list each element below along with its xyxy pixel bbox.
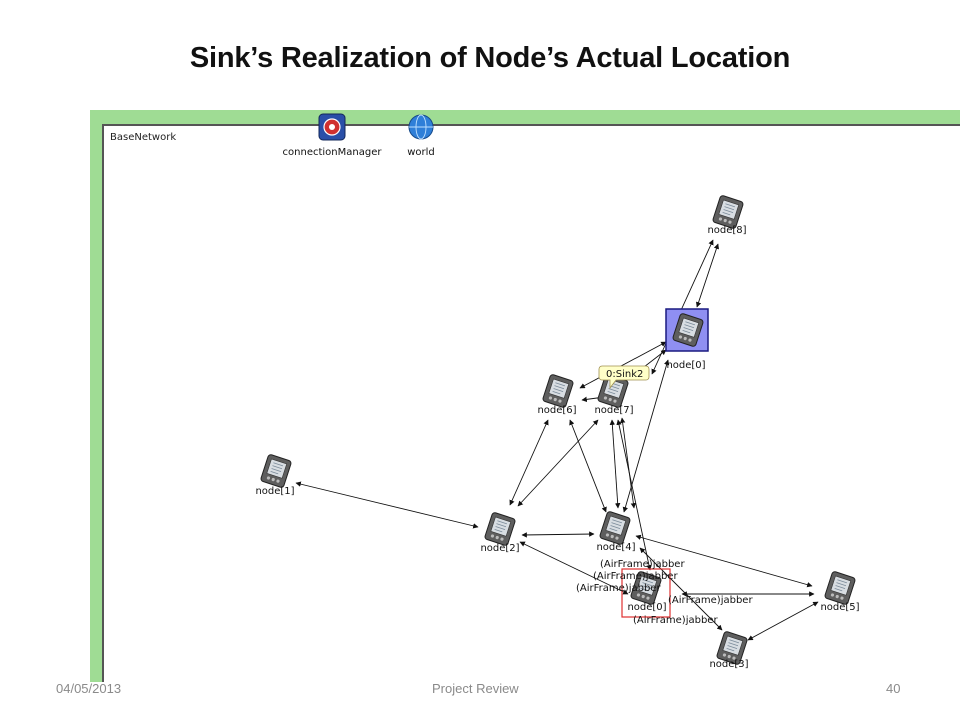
message-label: (AirFrame)jabber (576, 583, 661, 594)
node0-message-box (621, 568, 671, 618)
pda-icon (598, 510, 632, 546)
node-node5[interactable]: node[5] (820, 570, 860, 613)
node-node4[interactable]: node[4] (596, 510, 636, 553)
message-label: (AirFrame)jabber (633, 615, 718, 626)
world-label: world (407, 147, 435, 158)
node-node7[interactable]: node[7] (594, 373, 634, 416)
pda-icon (711, 194, 745, 230)
page-number: 40 (886, 681, 901, 696)
node-node2[interactable]: node[2] (480, 511, 520, 554)
node-label: node[0] (627, 602, 666, 613)
node-label: node[5] (820, 602, 859, 613)
node-label: node[2] (480, 543, 519, 554)
message-label: (AirFrame)jabber (600, 559, 685, 570)
node-label: node[1] (255, 486, 294, 497)
node-label: node[7] (594, 405, 633, 416)
node-node0[interactable]: node[0] (666, 312, 706, 371)
links (295, 239, 819, 641)
node-layer: node[8] node[0] node[6] node[7] node[1] node[… (255, 194, 860, 670)
globe-icon[interactable] (408, 114, 434, 140)
node-label: node[4] (596, 542, 635, 553)
simulator-canvas-frame: BaseNetwork (90, 110, 960, 682)
node-node8[interactable]: node[8] (707, 194, 747, 236)
connection-manager-icon[interactable] (318, 113, 346, 141)
node-node6[interactable]: node[6] (537, 373, 577, 416)
message-label: (AirFrame)jabber (593, 571, 678, 582)
node-label: node[8] (707, 225, 746, 236)
network-label: BaseNetwork (110, 132, 177, 143)
pda-icon (823, 570, 857, 606)
node-label: node[0] (666, 360, 705, 371)
message-label: (AirFrame)jabber (668, 595, 753, 606)
pda-icon (259, 453, 293, 489)
sink-callout: 0:Sink2 (598, 365, 650, 390)
pda-icon (483, 511, 517, 547)
node-label: node[6] (537, 405, 576, 416)
node-node0b[interactable]: node[0] (627, 570, 667, 613)
node-label: node[3] (709, 659, 748, 670)
footer-title: Project Review (432, 681, 519, 696)
node-node3[interactable]: node[3] (709, 630, 749, 670)
footer-date: 04/05/2013 (56, 681, 122, 696)
slide-title: Sink’s Realization of Node’s Actual Loca… (189, 42, 791, 74)
pda-icon (541, 373, 575, 409)
callout-text: 0:Sink2 (606, 369, 643, 380)
connection-manager-label: connectionManager (283, 147, 383, 158)
node-node1[interactable]: node[1] (255, 453, 295, 497)
